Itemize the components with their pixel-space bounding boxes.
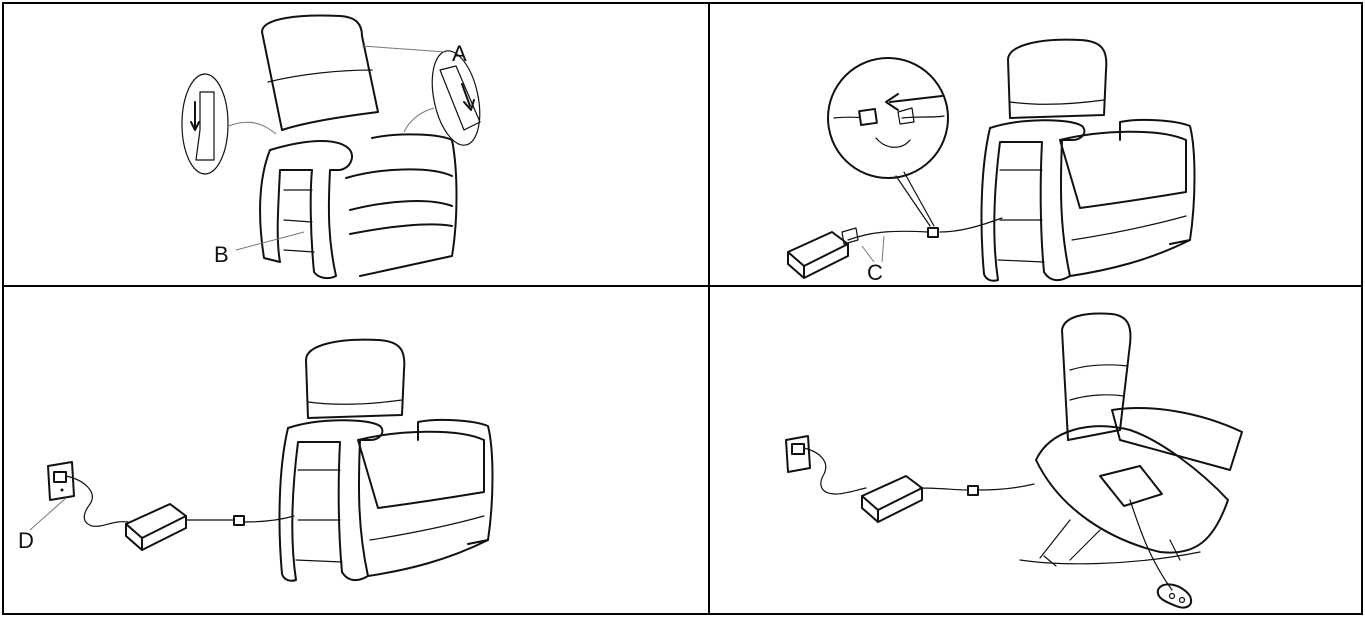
plug-connector-icon [928, 228, 938, 237]
lifted-chair-icon [1020, 314, 1242, 590]
panel-1-backrest-attachment: A B [182, 16, 487, 279]
panel-4-lift-operation [786, 314, 1242, 608]
panel-2-connect-adapter: C [788, 40, 1195, 285]
power-adapter-icon [862, 476, 922, 522]
wall-socket-icon [48, 462, 74, 500]
label-c: C [867, 260, 883, 285]
bracket-detail-left-icon [182, 74, 228, 174]
recliner-chair-icon [982, 40, 1195, 281]
leader-d [30, 498, 66, 530]
hand-control-icon[interactable] [1158, 584, 1191, 607]
connector-magnifier [828, 58, 948, 226]
label-d: D [18, 528, 34, 553]
label-b: B [214, 242, 229, 267]
label-a: A [452, 41, 467, 66]
leader-a [362, 46, 446, 52]
leader-b [236, 232, 304, 250]
backrest-icon [262, 16, 378, 130]
outer-frame [3, 3, 1362, 614]
recliner-chair-icon [280, 340, 493, 581]
power-adapter-icon [788, 232, 848, 278]
wall-socket-icon [786, 436, 810, 472]
plug-connector-icon [968, 486, 978, 495]
arrow-left-icon [890, 96, 942, 102]
power-adapter-icon [126, 504, 186, 550]
plug-connector-icon [234, 516, 244, 525]
recliner-chair-icon [260, 134, 456, 278]
panel-3-plug-into-wall: D [18, 340, 493, 581]
